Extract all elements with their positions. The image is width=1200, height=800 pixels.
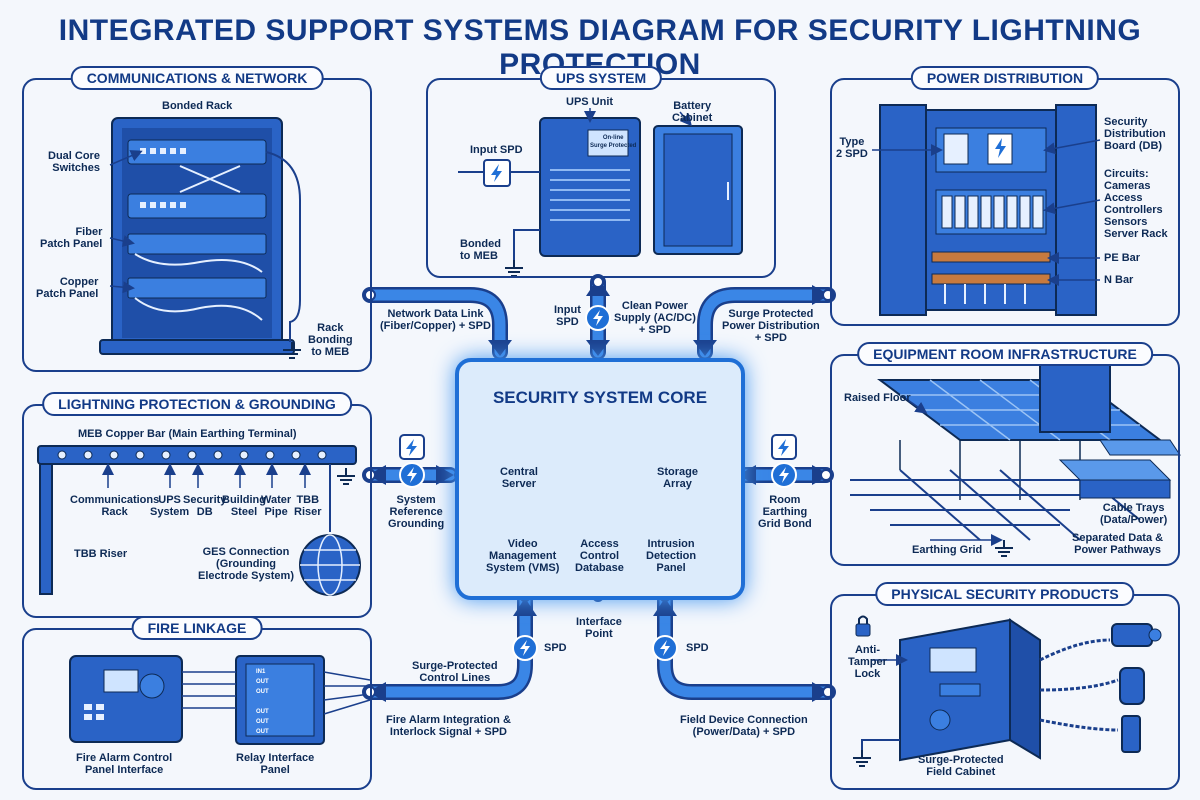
field-spd-icon [652, 635, 678, 661]
raised-floor-label: Raised Floor [844, 392, 911, 404]
power-distribution-panel-title: POWER DISTRIBUTION [910, 66, 1100, 90]
system-ref-spd-icon [399, 462, 425, 488]
distribution-board-illustration [872, 104, 1101, 316]
facp-label: Fire Alarm Control Panel Interface [76, 752, 173, 776]
field-device-label: Field Device Connection (Power/Data) + S… [680, 714, 808, 738]
ups-unit-label: UPS Unit [566, 96, 614, 108]
input-spd-label: Input SPD [470, 144, 523, 156]
room-earth-spd-icon [771, 462, 797, 488]
circuits-label: Circuits: Cameras Access Controllers Sen… [1104, 168, 1168, 240]
surge-lines-label: Surge-Protected Control Lines [412, 660, 498, 684]
equipment-room-panel-title: EQUIPMENT ROOM INFRASTRUCTURE [857, 342, 1153, 366]
lightning-panel-title: LIGHTNING PROTECTION & GROUNDING [42, 392, 352, 416]
relay-row-5: OUT [256, 719, 269, 725]
ups-panel: UPS SYSTEM [426, 66, 776, 278]
type2-spd-label: Type 2 SPD [836, 136, 868, 160]
physical-security-panel: PHYSICAL SECURITY PRODUCTS [830, 582, 1180, 790]
tap-communications-rack: Communications Rack [70, 494, 160, 518]
tbb-riser-label: TBB Riser [74, 548, 128, 560]
relay-row-1: IN1 [256, 669, 266, 675]
tap-water-pipe: Water Pipe [261, 494, 292, 518]
tap-building-steel: Building Steel [222, 494, 266, 518]
access-db-label: Access Control Database [575, 538, 624, 574]
system-ref-label: System Reference Grounding [388, 494, 445, 530]
physical-security-panel-title: PHYSICAL SECURITY PRODUCTS [875, 582, 1135, 606]
fire-linkage-panel: FIRE LINKAGE [22, 616, 372, 790]
tap-tbb-riser: TBB Riser [294, 494, 322, 518]
field-cabinet-label: Surge-Protected Field Cabinet [918, 754, 1004, 778]
input-spd-link-label: Input SPD [554, 304, 581, 328]
spd-left-label: SPD [544, 642, 567, 654]
ups-screen-text: On-line Surge Protected [590, 135, 637, 149]
equipment-room-panel: EQUIPMENT ROOM INFRASTRUCTURE [830, 342, 1180, 566]
n-bar-label: N Bar [1104, 274, 1134, 286]
bonded-rack-label: Bonded Rack [162, 100, 233, 112]
relay-row-6: OUT [256, 729, 269, 735]
communications-panel-title: COMMUNICATIONS & NETWORK [70, 66, 324, 90]
clean-power-spd-icon [585, 305, 611, 331]
separated-pathways-label: Separated Data & Power Pathways [1072, 532, 1164, 556]
ges-label: GES Connection (Grounding Electrode Syst… [198, 546, 294, 582]
tap-ups-system: UPS System [150, 494, 190, 518]
pipe-arrowheads [368, 278, 830, 702]
spd-badge-icon [399, 434, 797, 460]
network-link-label: Network Data Link (Fiber/Copper) + SPD [380, 308, 491, 332]
communications-panel: COMMUNICATIONS & NETWORK [22, 66, 372, 372]
copper-label: Copper Patch Panel [36, 276, 99, 300]
relay-row-3: OUT [256, 689, 269, 695]
spd-right-label: SPD [686, 642, 709, 654]
fire-alarm-link-label: Fire Alarm Integration & Interlock Signa… [386, 714, 511, 738]
fire-spd-icon [512, 635, 538, 661]
clean-power-label: Clean Power Supply (AC/DC) + SPD [614, 300, 696, 336]
intrusion-label: Intrusion Detection Panel [646, 538, 697, 574]
fire-linkage-illustration [69, 655, 371, 745]
vms-label: Video Management System (VMS) [486, 538, 560, 574]
tap-security-db: Security DB [183, 494, 227, 518]
core-title: SECURITY SYSTEM CORE [492, 388, 708, 407]
cable-trays-label: Cable Trays (Data/Power) [1100, 502, 1168, 526]
bonded-rack-illustration [99, 117, 302, 359]
relay-label: Relay Interface Panel [236, 752, 315, 776]
diagram-title: INTEGRATED SUPPORT SYSTEMS DIAGRAM FOR S… [58, 14, 1142, 81]
fiber-label: Fiber Patch Panel [40, 226, 103, 250]
storage-array-label: Storage Array [657, 466, 698, 490]
lightning-panel: LIGHTNING PROTECTION & GROUNDING [22, 392, 372, 618]
meb-label: MEB Copper Bar (Main Earthing Terminal) [78, 428, 297, 440]
security-system-core: SECURITY SYSTEM CORE [455, 358, 745, 600]
interface-point-label: Interface Point [576, 616, 622, 640]
battery-label: Battery Cabinet [672, 100, 713, 124]
relay-row-2: OUT [256, 679, 269, 685]
pe-bar-label: PE Bar [1104, 252, 1141, 264]
bonded-meb-label: Bonded to MEB [460, 238, 501, 262]
ups-illustration [458, 108, 743, 277]
field-cabinet-illustration [852, 615, 1162, 767]
anti-tamper-label: Anti- Tamper Lock [848, 644, 887, 680]
meb-bar-illustration [37, 445, 361, 596]
relay-row-4: OUT [256, 709, 269, 715]
central-server-label: Central Server [500, 466, 538, 490]
raised-floor-illustration [850, 361, 1181, 557]
ups-panel-title: UPS SYSTEM [539, 66, 663, 90]
security-db-label: Security Distribution Board (DB) [1104, 116, 1166, 152]
dual-core-label: Dual Core Switches [48, 150, 100, 174]
power-distribution-panel: POWER DISTRIBUTION [830, 66, 1180, 326]
surge-power-label: Surge Protected Power Distribution + SPD [722, 308, 820, 344]
earthing-grid-label: Earthing Grid [912, 544, 983, 556]
fire-linkage-panel-title: FIRE LINKAGE [131, 616, 263, 640]
room-earth-label: Room Earthing Grid Bond [758, 494, 812, 530]
rack-bonding-label: Rack Bonding to MEB [308, 322, 353, 358]
